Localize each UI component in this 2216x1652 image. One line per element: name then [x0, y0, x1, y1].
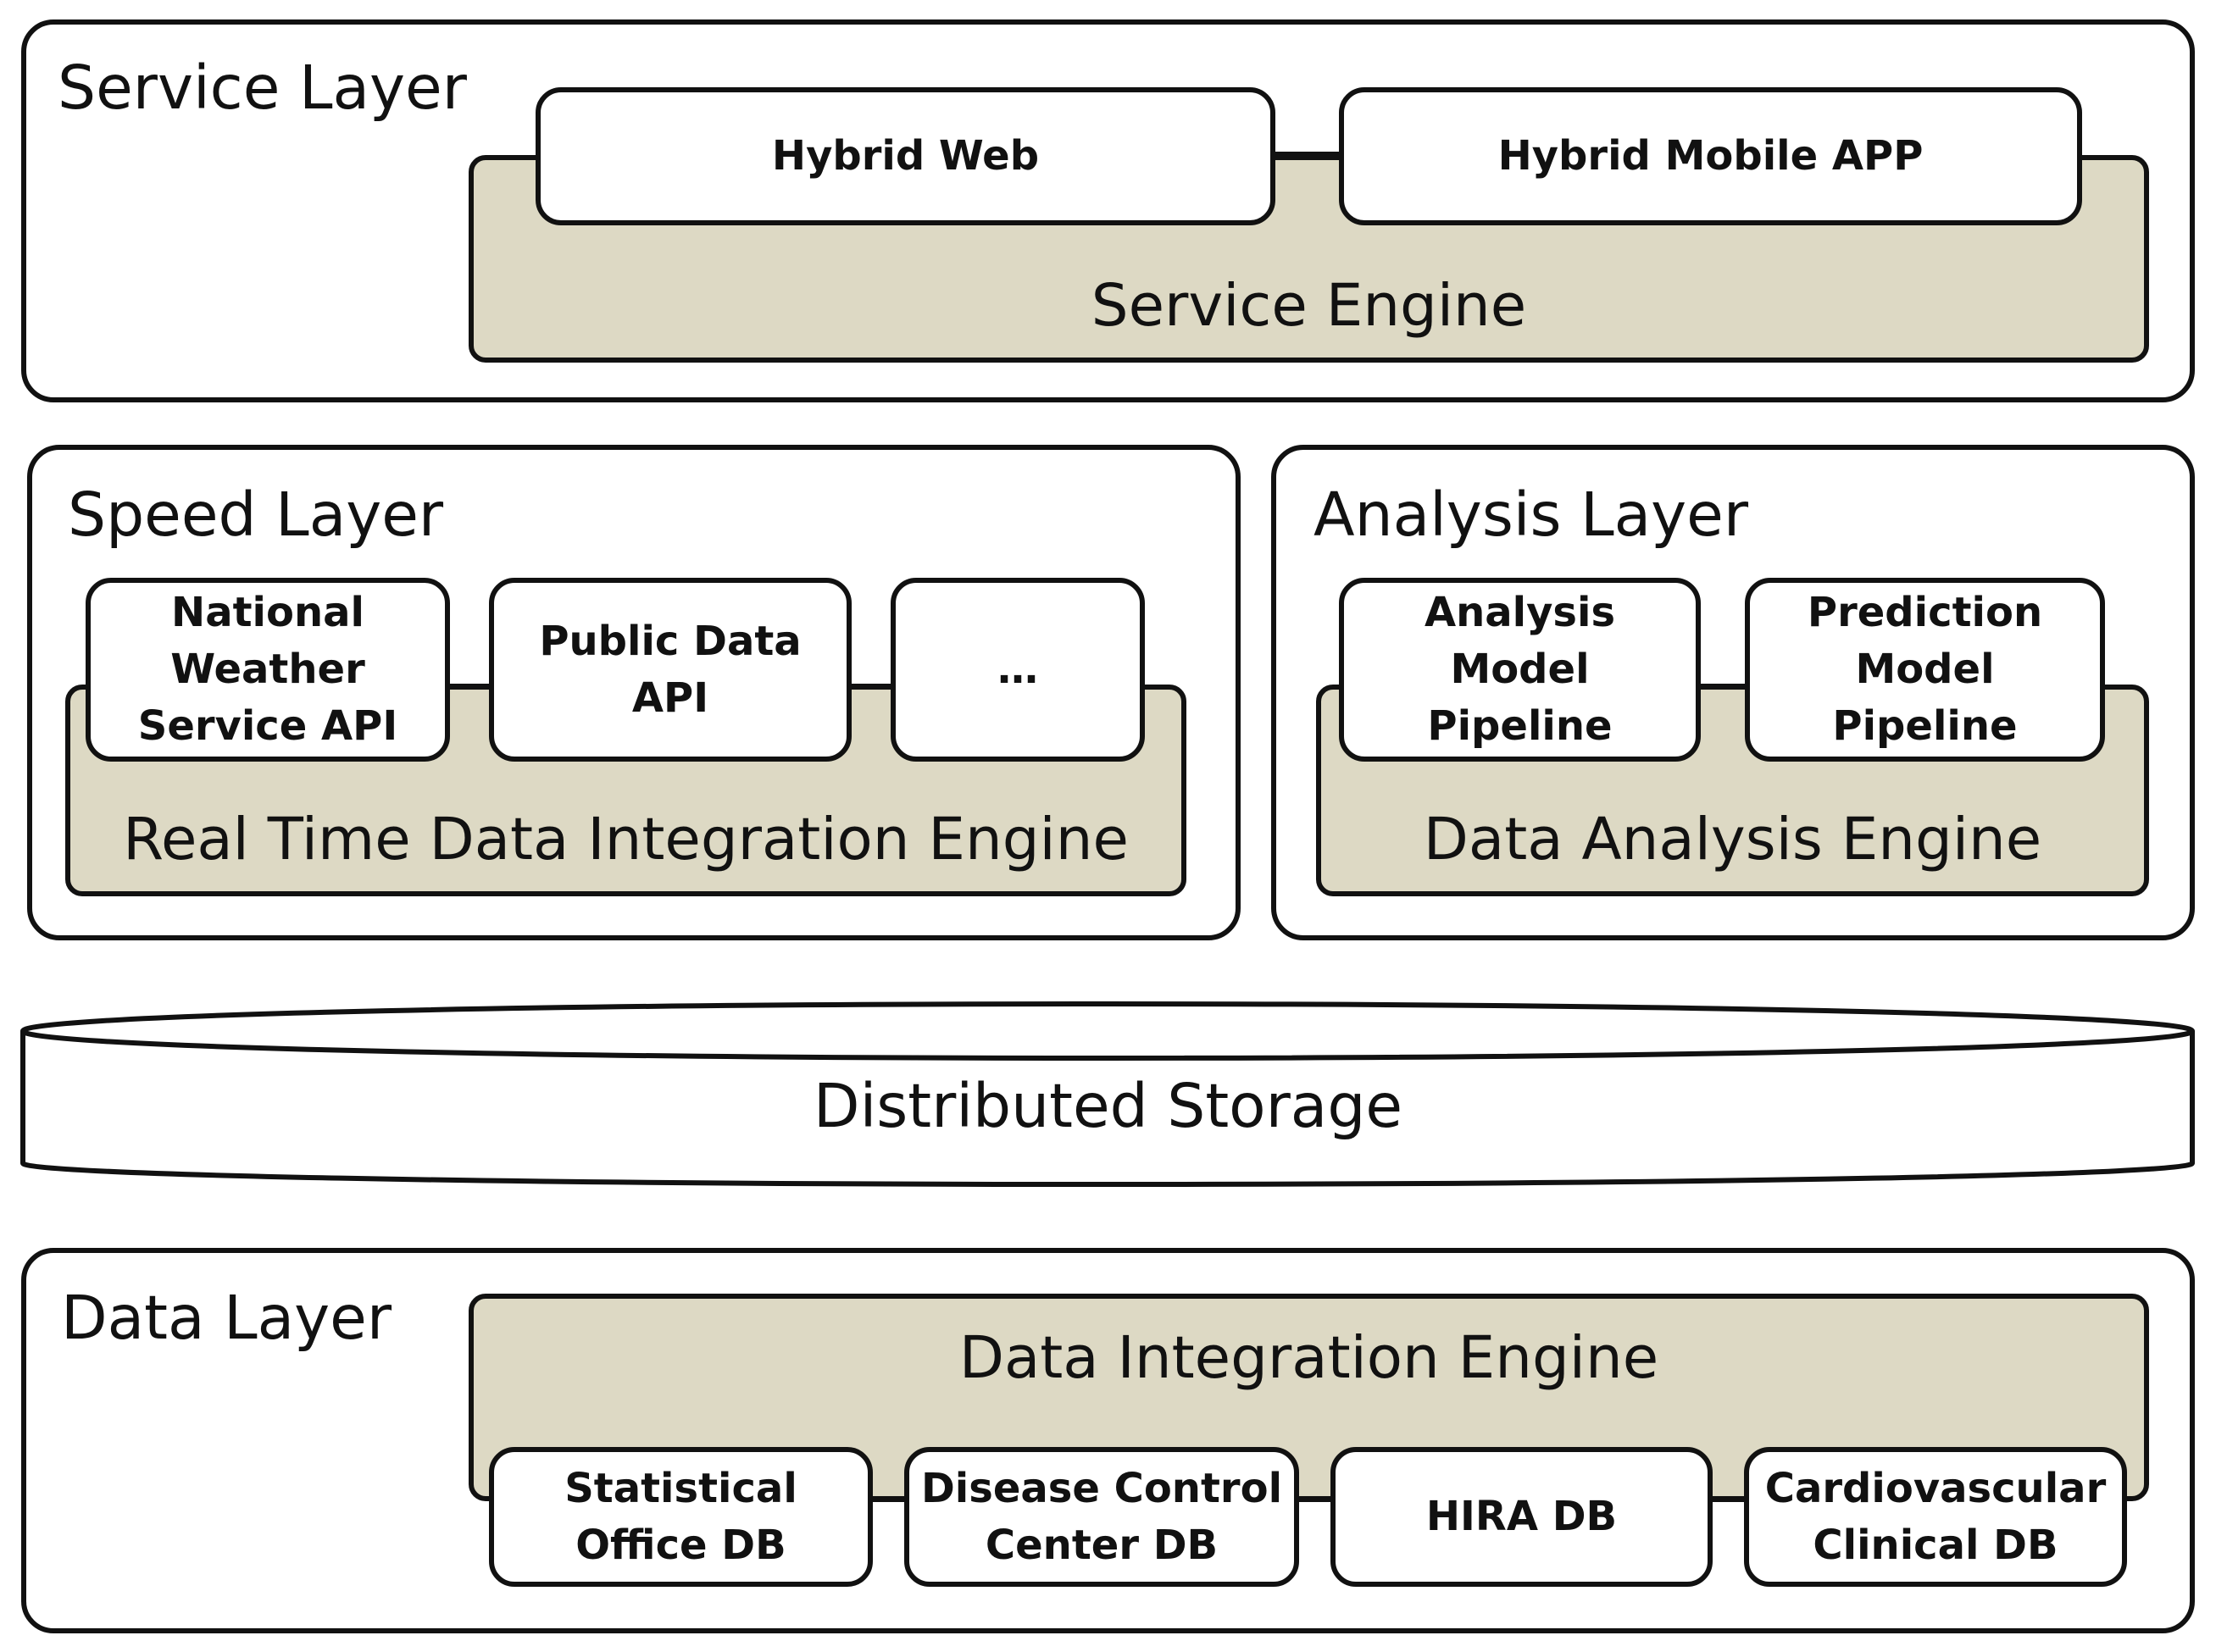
statistical-office-db-box: Statistical Office DB — [489, 1447, 873, 1587]
public-data-api-box: Public Data API — [489, 578, 852, 762]
disease-control-center-db-box: Disease Control Center DB — [904, 1447, 1299, 1587]
analysis-layer-title: Analysis Layer — [1313, 480, 1749, 550]
service-engine: Service Engine — [469, 155, 2149, 363]
analysis-connector — [1697, 684, 1749, 689]
distributed-storage-label: Distributed Storage — [813, 1071, 1403, 1141]
service-connector — [1271, 152, 1343, 157]
data-connector-2 — [1295, 1497, 1335, 1502]
data-layer-title: Data Layer — [61, 1283, 392, 1353]
service-engine-label: Service Engine — [1091, 272, 1527, 340]
data-connector-3 — [1708, 1497, 1748, 1502]
cardiovascular-clinical-db-box: Cardiovascular Clinical DB — [1744, 1447, 2127, 1587]
speed-connector-1 — [446, 684, 493, 689]
data-connector-1 — [869, 1497, 908, 1502]
data-integration-engine-label: Data Integration Engine — [958, 1324, 1659, 1392]
speed-connector-2 — [847, 684, 895, 689]
ellipsis-box: … — [891, 578, 1145, 762]
speed-layer-title: Speed Layer — [68, 480, 444, 550]
real-time-engine-label: Real Time Data Integration Engine — [123, 806, 1129, 873]
service-layer-title: Service Layer — [58, 53, 467, 123]
analysis-model-pipeline-box: Analysis Model Pipeline — [1339, 578, 1701, 762]
hybrid-web-box: Hybrid Web — [536, 87, 1275, 225]
data-analysis-engine-label: Data Analysis Engine — [1423, 806, 2042, 873]
hira-db-box: HIRA DB — [1330, 1447, 1713, 1587]
prediction-model-pipeline-box: Prediction Model Pipeline — [1745, 578, 2105, 762]
hybrid-mobile-app-box: Hybrid Mobile APP — [1339, 87, 2082, 225]
national-weather-service-api-box: National Weather Service API — [86, 578, 450, 762]
